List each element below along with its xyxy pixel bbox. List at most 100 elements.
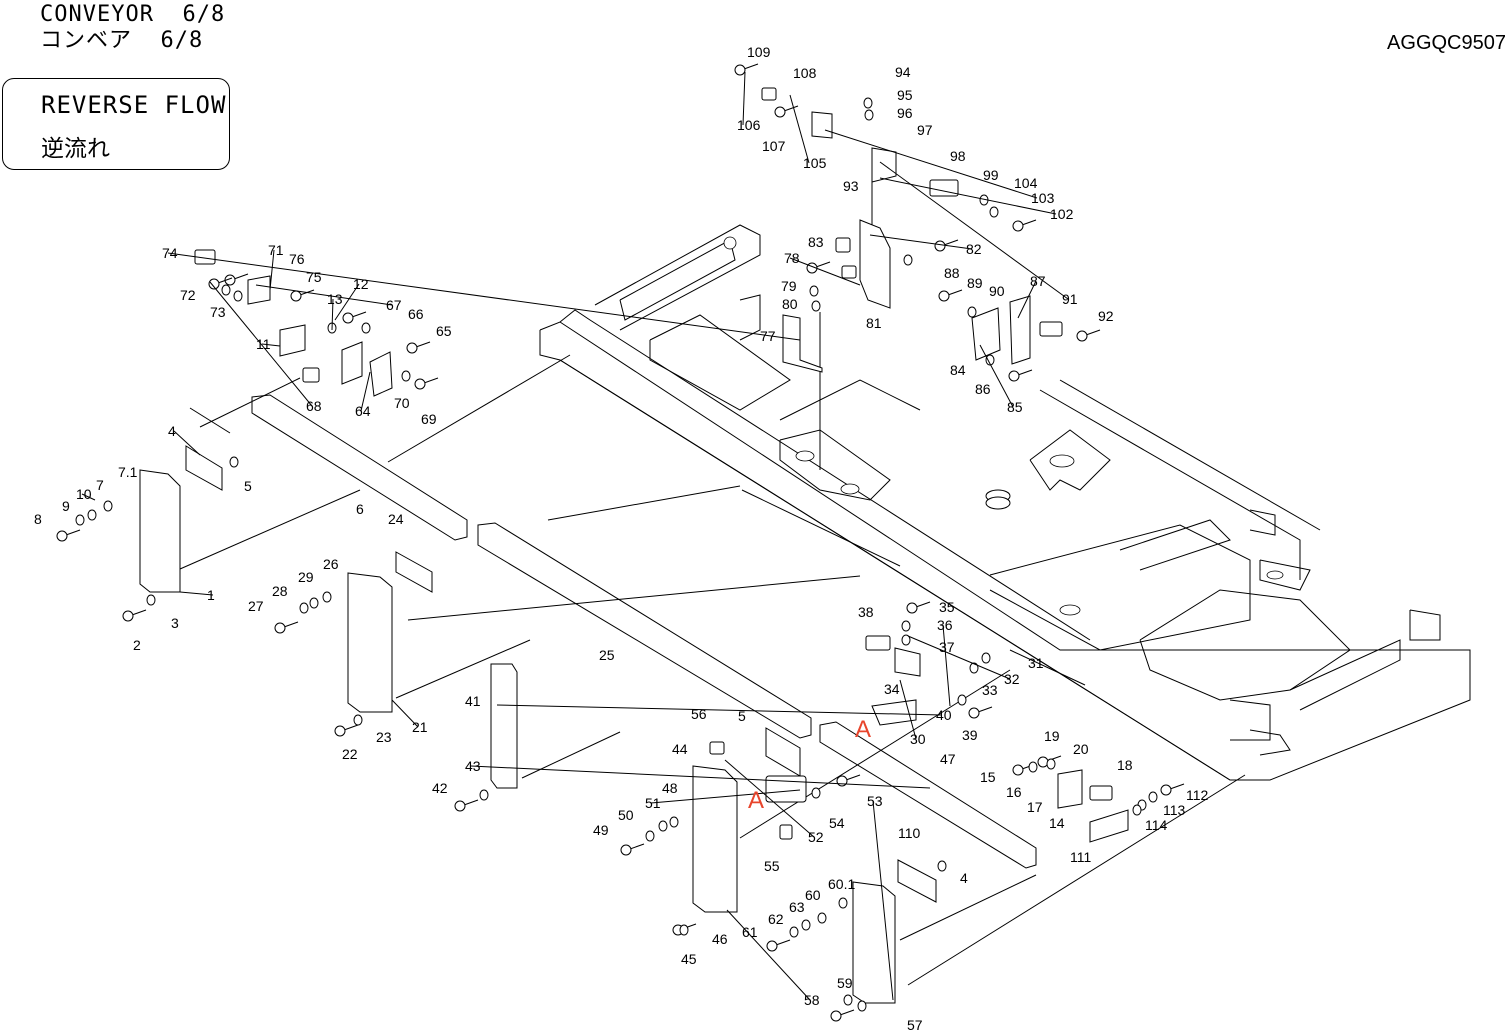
part-callout-35: 35: [939, 599, 955, 615]
diagram-title-en: CONVEYOR 6/8: [40, 2, 226, 27]
part-callout-58: 58: [804, 992, 820, 1008]
washer-icon: [299, 602, 309, 614]
part-callout-110: 110: [898, 825, 921, 841]
leader-line: [824, 129, 1038, 199]
part-callout-39: 39: [962, 727, 978, 743]
leader-line: [209, 281, 313, 407]
washer-icon: [658, 820, 668, 832]
part-callout-114: 114: [1145, 817, 1168, 833]
leader-line: [167, 252, 801, 341]
washer-icon: [817, 912, 827, 924]
part-callout-113: 113: [1163, 802, 1186, 818]
part-callout-99: 99: [983, 167, 999, 183]
part-callout-4: 4: [168, 423, 176, 439]
part-callout-8: 8: [34, 511, 42, 527]
bolt-icon: [208, 277, 233, 290]
leader-line: [173, 430, 201, 456]
washer-icon: [1028, 761, 1038, 773]
bolt-icon: [906, 601, 931, 614]
part-callout-69: 69: [421, 411, 437, 427]
part-callout-102: 102: [1050, 206, 1074, 222]
part-callout-104: 104: [1014, 175, 1038, 191]
part-callout-24: 24: [388, 511, 404, 527]
part-callout-64: 64: [355, 403, 371, 419]
end-plates: [139, 111, 1129, 1004]
part-callout-2: 2: [133, 637, 141, 653]
leader-line: [742, 71, 746, 126]
part-callout-31: 31: [1028, 655, 1044, 671]
washer-icon: [969, 662, 979, 674]
part-callout-11: 11: [256, 336, 271, 352]
part-callout-62: 62: [768, 911, 784, 927]
part-callout-4: 4: [960, 870, 968, 886]
washer-icon: [838, 897, 848, 909]
bolt-icon: [274, 621, 299, 634]
washer-icon: [864, 109, 874, 121]
part-callout-24: 24: [0, 0, 16, 3]
washer-icon: [669, 816, 679, 828]
part-callout-72: 72: [180, 287, 196, 303]
washer-icon: [809, 285, 819, 297]
part-callout-81: 81: [866, 315, 882, 331]
part-callout-5: 5: [738, 708, 746, 724]
part-callout-47: 47: [940, 751, 956, 767]
part-callout-60: 60: [805, 887, 821, 903]
part-callout-90: 90: [989, 283, 1005, 299]
part-callout-1: 1: [207, 587, 215, 603]
part-callout-50: 50: [618, 807, 634, 823]
part-callout-95: 95: [897, 87, 913, 103]
washer-icon: [75, 514, 85, 526]
part-callout-89: 89: [967, 275, 983, 291]
part-callout-61: 61: [742, 924, 758, 940]
washer-icon: [811, 300, 821, 312]
washer-icon: [903, 254, 913, 266]
part-callout-16: 16: [1006, 784, 1022, 800]
part-callouts: 12345677.1891011121319201516171418112113…: [0, 0, 1209, 1033]
leader-line: [872, 800, 894, 1001]
part-callout-51: 51: [645, 795, 661, 811]
part-callout-6: 6: [356, 501, 364, 517]
part-callout-54: 54: [829, 815, 845, 831]
part-callout-46: 46: [712, 931, 728, 947]
leader-line: [650, 789, 801, 804]
part-callout-97: 97: [917, 122, 933, 138]
part-callout-107: 107: [762, 138, 786, 154]
washer-icon: [229, 456, 239, 468]
part-callout-74: 74: [162, 245, 178, 261]
part-callout-94: 94: [895, 64, 911, 80]
part-callout-3: 3: [171, 615, 179, 631]
part-callout-73: 73: [210, 304, 226, 320]
bolt-icon: [1160, 783, 1185, 796]
part-callout-96: 96: [897, 105, 913, 121]
part-callout-65: 65: [436, 323, 452, 339]
bolt-icon: [766, 939, 791, 952]
washer-icon: [146, 594, 156, 606]
bolt-icon: [406, 341, 431, 354]
washer-icon: [937, 860, 947, 872]
part-callout-63: 63: [789, 899, 805, 915]
part-callout-106: 106: [737, 117, 761, 133]
washer-icon: [87, 509, 97, 521]
part-callout-82: 82: [966, 241, 982, 257]
part-callout-111: 111: [1070, 849, 1091, 865]
leader-line: [899, 679, 917, 740]
leader-line: [496, 704, 943, 716]
part-callout-53: 53: [867, 793, 883, 809]
fasteners: [56, 63, 1185, 1022]
leader-line: [81, 493, 96, 501]
part-callout-103: 103: [1031, 190, 1055, 206]
part-callout-28: 28: [272, 583, 288, 599]
leader-line: [261, 343, 281, 347]
part-callout-18: 18: [1117, 757, 1133, 773]
leader-line: [726, 909, 811, 1001]
part-callout-87: 87: [1030, 273, 1046, 289]
washer-icon: [1148, 791, 1158, 803]
leader-line: [391, 699, 419, 728]
part-callout-10: 10: [76, 486, 92, 502]
leader-line: [269, 249, 275, 291]
part-callout-67: 67: [386, 297, 402, 313]
part-callout-5: 5: [244, 478, 252, 494]
part-callout-49: 49: [593, 822, 609, 838]
